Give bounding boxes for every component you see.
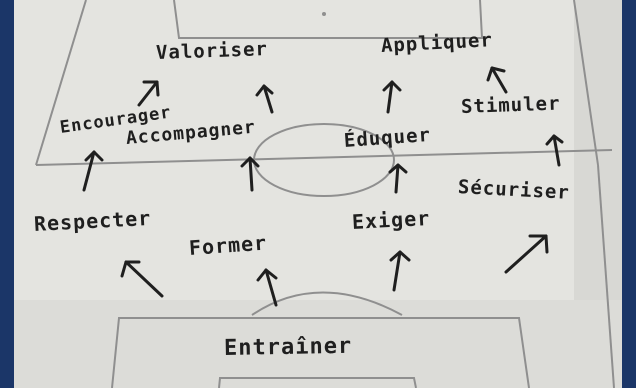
arrow-up-icon <box>545 134 564 167</box>
arrow-up-icon <box>388 163 408 194</box>
arrow-up-icon <box>240 156 260 192</box>
whiteboard-photo: Valoriser Appliquer Encourager Accompagn… <box>14 0 622 388</box>
arrow-up-left-icon <box>120 260 164 298</box>
arrow-up-right-icon <box>504 234 549 274</box>
arrow-up-icon <box>382 80 402 114</box>
arrows <box>82 66 564 307</box>
arrow-up-left-icon <box>486 66 508 94</box>
arrow-up-icon <box>82 150 104 192</box>
arrow-up-icon <box>256 268 278 307</box>
pitch-lines <box>14 0 622 388</box>
arrow-up-icon <box>255 84 274 114</box>
arrow-up-icon <box>389 250 411 292</box>
right-frame-border <box>622 0 636 388</box>
arrow-up-right-icon <box>137 80 160 107</box>
